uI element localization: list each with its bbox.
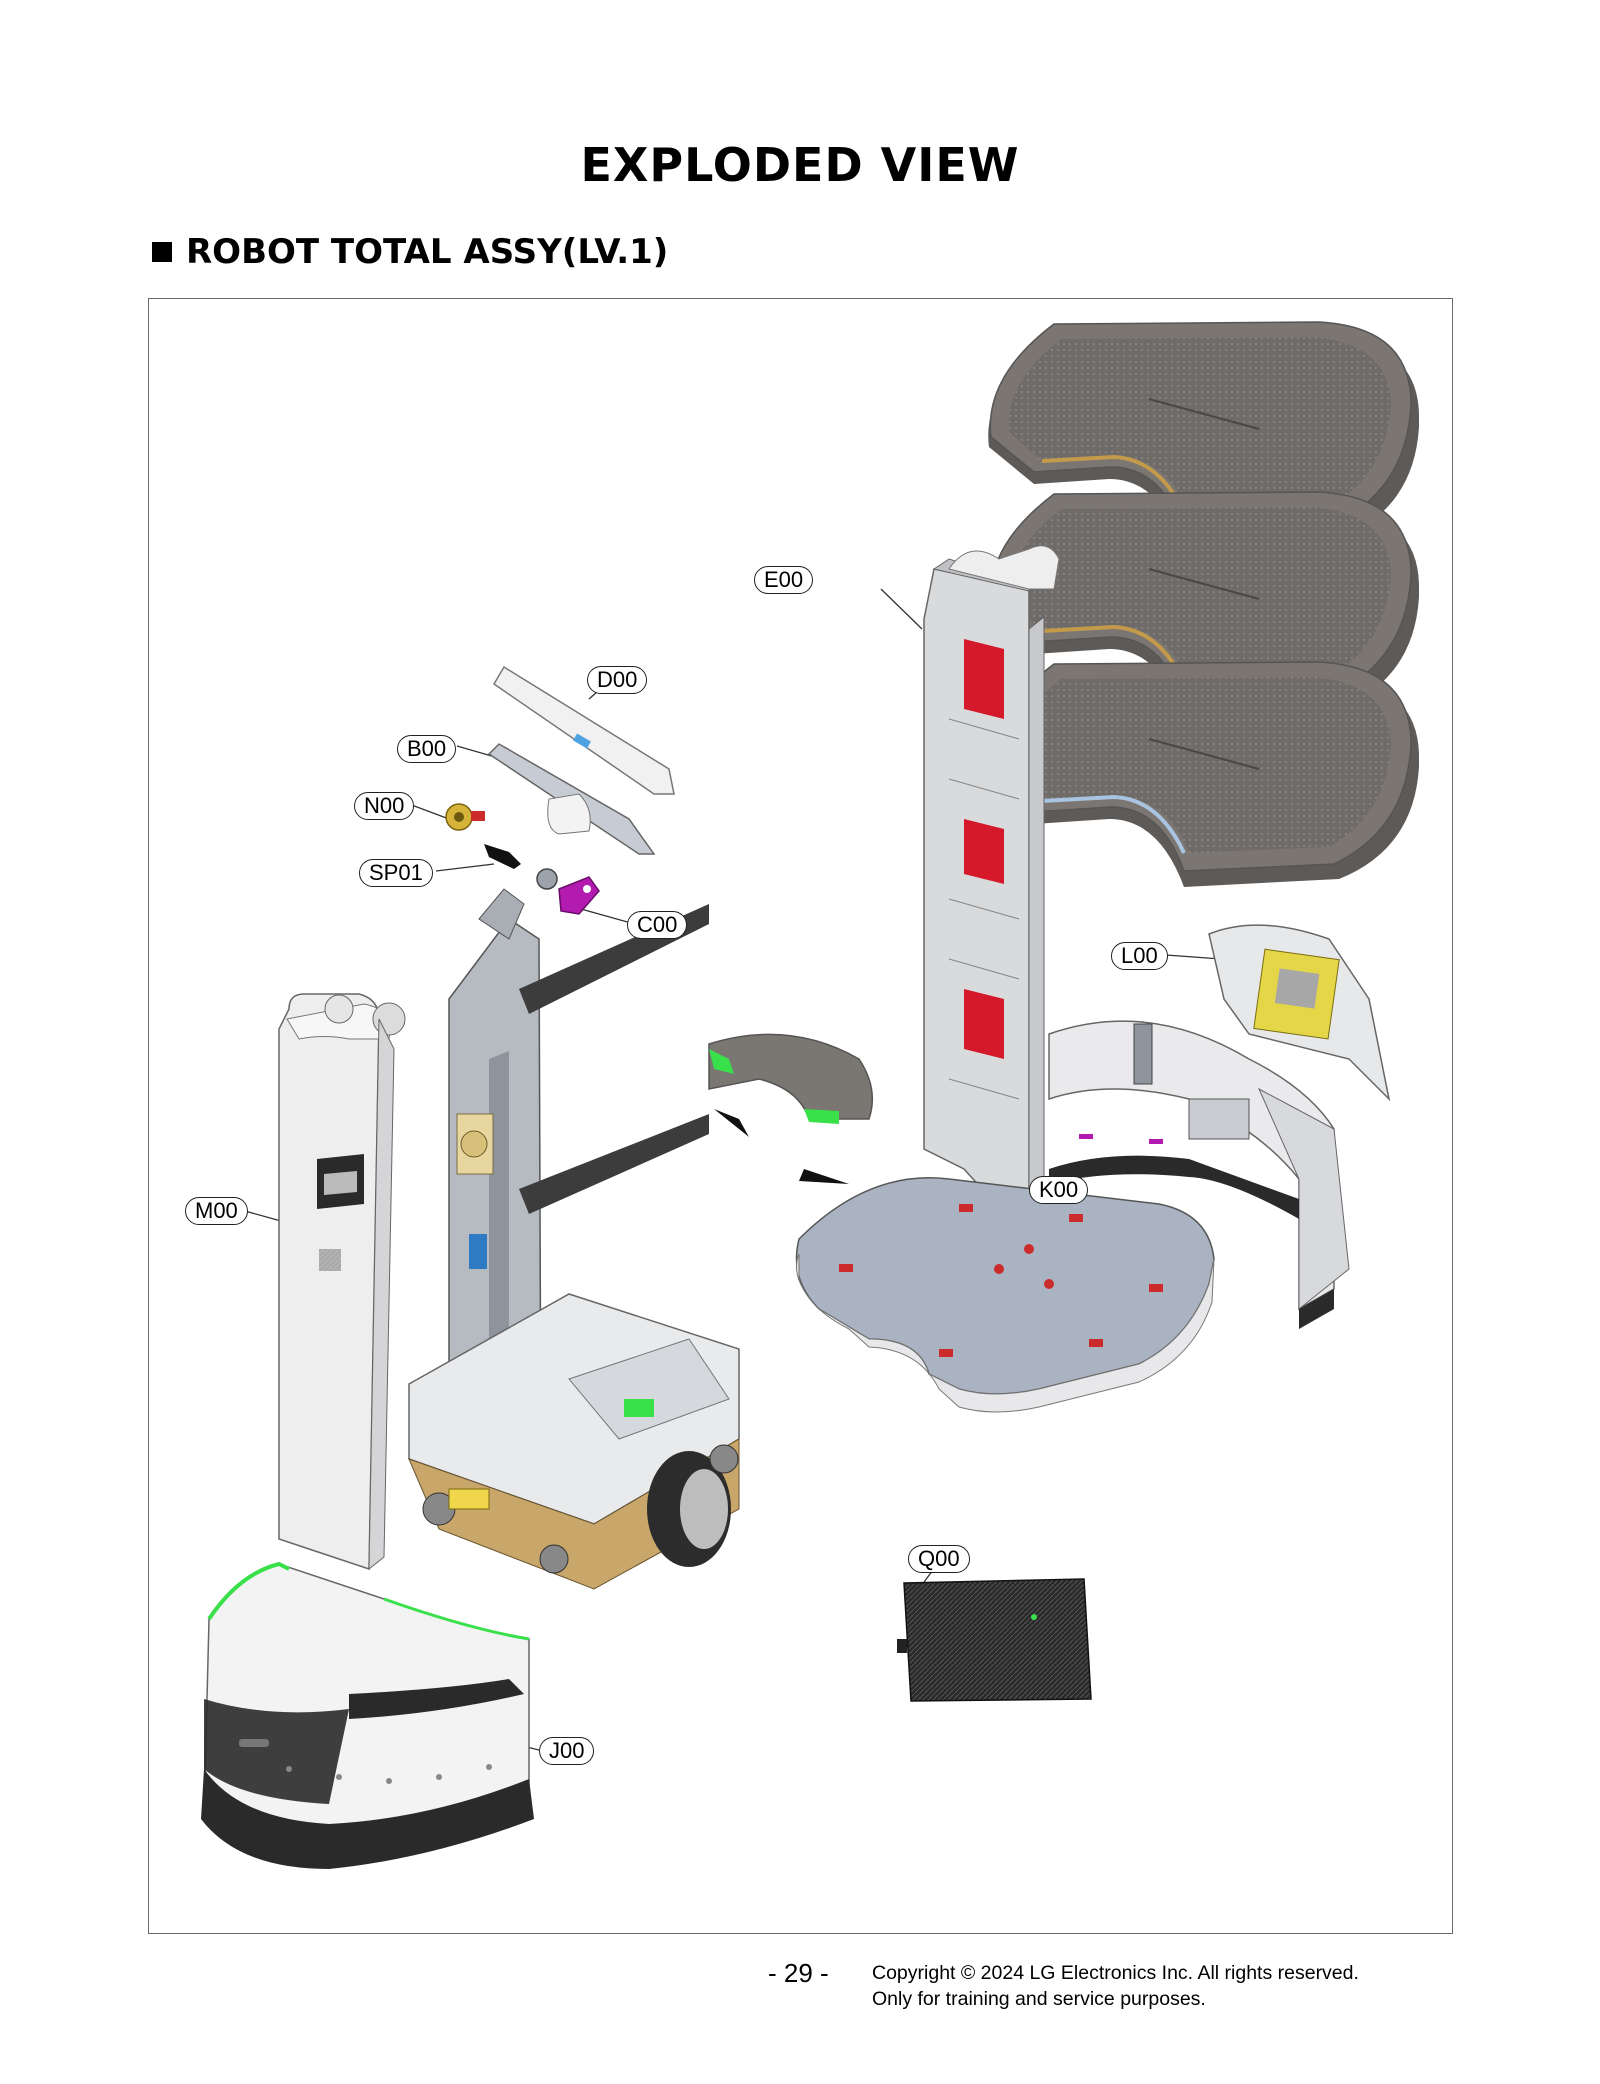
column-e00 <box>923 545 1060 1241</box>
callout-d00: D00 <box>587 666 648 694</box>
callout-n00: N00 <box>354 792 415 820</box>
callout-q00: Q00 <box>908 1545 970 1573</box>
page-number: - 29 - <box>768 1958 829 1988</box>
bumper-segments <box>708 1033 874 1184</box>
callout-j00: J00 <box>539 1737 595 1765</box>
square-bullet-icon <box>152 242 172 262</box>
copyright-line-2: Only for training and service purposes. <box>872 1988 1206 2010</box>
front-column-m00 <box>278 993 406 1571</box>
base-chassis <box>408 1293 740 1590</box>
callout-l00: L00 <box>1111 942 1168 970</box>
battery-q00 <box>897 1578 1092 1702</box>
small-parts <box>445 803 600 915</box>
copyright-line-1: Copyright © 2024 LG Electronics Inc. All… <box>872 1962 1359 1984</box>
exploded-view-figure: E00 D00 B00 N00 SP01 C00 L00 M00 K00 Q00… <box>148 298 1453 1934</box>
exploded-view-drawing <box>201 321 1419 1869</box>
callout-k00: K00 <box>1029 1176 1089 1204</box>
bracket-l00 <box>1208 924 1391 1102</box>
page-title: EXPLODED VIEW <box>580 138 1020 192</box>
callout-b00: B00 <box>397 735 457 763</box>
callout-c00: C00 <box>627 911 688 939</box>
section-heading: ROBOT TOTAL ASSY(LV.1) <box>152 232 668 272</box>
callout-e00: E00 <box>754 566 814 594</box>
callout-sp01: SP01 <box>359 859 433 887</box>
front-bumper-j00 <box>201 1561 534 1869</box>
section-title: ROBOT TOTAL ASSY(LV.1) <box>186 232 669 272</box>
tray-stack <box>988 321 1419 887</box>
bracket-b00 <box>487 743 656 855</box>
callout-m00: M00 <box>185 1197 248 1225</box>
rear-shell-k00 <box>1048 1020 1350 1329</box>
base-plate <box>795 1177 1215 1413</box>
cover-d00 <box>492 665 675 795</box>
copyright-notice: Copyright © 2024 LG Electronics Inc. All… <box>872 1960 1359 2012</box>
